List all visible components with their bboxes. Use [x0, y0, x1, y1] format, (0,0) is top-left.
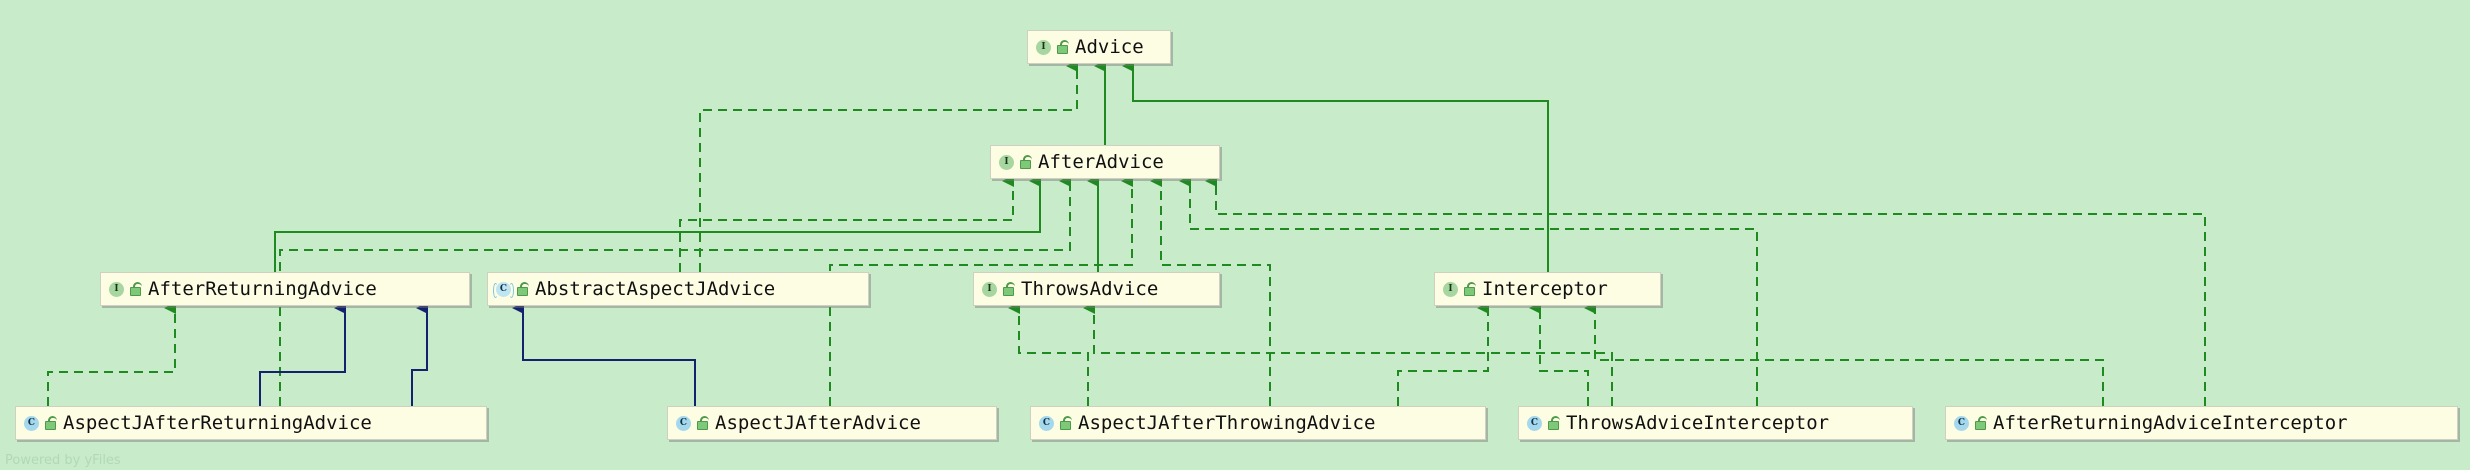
node-afterreturningadviceinterceptor[interactable]: C AfterReturningAdviceInterceptor [1945, 406, 2458, 440]
edge-aspectjafteradvice-abstractaspectjadvice [411, 302, 428, 406]
class-icon: C [1526, 415, 1543, 432]
edge-aspectjafterthrowingadvice-abstractaspectjadvice [512, 302, 696, 406]
node-throwsadviceinterceptor[interactable]: C ThrowsAdviceInterceptor [1518, 406, 1913, 440]
edge-throwsadviceinterceptor-interceptor [1529, 302, 1589, 406]
node-throwsadvice[interactable]: I ThrowsAdvice [973, 272, 1220, 306]
node-afterreturningadvice[interactable]: I AfterReturningAdvice [100, 272, 470, 306]
node-label: Advice [1075, 35, 1144, 58]
edge-aspectjafterthrowingadvice-throwsadvice [1008, 302, 1089, 406]
public-lock-icon [1462, 281, 1476, 297]
node-abstractaspectjadvice[interactable]: C AbstractAspectJAdvice [487, 272, 869, 306]
node-aspectjafteradvice[interactable]: C AspectJAfterAdvice [667, 406, 997, 440]
class-icon: C [23, 415, 40, 432]
class-icon: C [675, 415, 692, 432]
edge-afterreturningadviceinterceptor-afteradvice [1205, 175, 2206, 406]
edge-aspectjafterreturningadvice-abstractaspectjadvice [259, 302, 346, 406]
public-lock-icon [1546, 415, 1560, 431]
public-lock-icon [1001, 281, 1015, 297]
node-label: AspectJAfterReturningAdvice [63, 411, 372, 434]
public-lock-icon [43, 415, 57, 431]
interface-icon: I [1442, 281, 1459, 298]
public-lock-icon [1055, 39, 1069, 55]
class-icon: C [1953, 415, 1970, 432]
node-label: Interceptor [1482, 277, 1608, 300]
public-lock-icon [1973, 415, 1987, 431]
interface-icon: I [1035, 39, 1052, 56]
interface-icon: I [108, 281, 125, 298]
interface-icon: I [998, 154, 1015, 171]
node-aspectjafterreturningadvice[interactable]: C AspectJAfterReturningAdvice [15, 406, 487, 440]
node-label: AspectJAfterThrowingAdvice [1078, 411, 1376, 434]
interface-icon: I [981, 281, 998, 298]
public-lock-icon [695, 415, 709, 431]
edge-aspectjafterreturningadvice-afterreturningadvice [47, 302, 176, 406]
node-interceptor[interactable]: I Interceptor [1434, 272, 1661, 306]
edge-afterreturningadviceinterceptor-interceptor [1584, 302, 2104, 406]
yfiles-watermark: Powered by yFiles [5, 453, 121, 468]
public-lock-icon [1018, 154, 1032, 170]
node-advice[interactable]: I Advice [1027, 30, 1171, 64]
node-label: AbstractAspectJAdvice [535, 277, 776, 300]
node-label: ThrowsAdviceInterceptor [1566, 411, 1830, 434]
node-label: ThrowsAdvice [1021, 277, 1159, 300]
node-aspectjafterthrowingadvice[interactable]: C AspectJAfterThrowingAdvice [1030, 406, 1486, 440]
public-lock-icon [515, 281, 529, 297]
node-afteradvice[interactable]: I AfterAdvice [990, 145, 1220, 179]
edge-throwsadviceinterceptor-throwsadvice [1083, 302, 1613, 406]
node-label: AfterReturningAdvice [148, 277, 377, 300]
node-label: AfterAdvice [1038, 150, 1164, 173]
class-icon: C [1038, 415, 1055, 432]
edge-abstractaspectjadvice-afteradvice [679, 175, 1014, 272]
node-label: AspectJAfterAdvice [715, 411, 921, 434]
public-lock-icon [128, 281, 142, 297]
edge-aspectjafterthrowingadvice-interceptor [1397, 302, 1489, 406]
edge-afterreturningadvice-afteradvice [274, 175, 1041, 272]
node-label: AfterReturningAdviceInterceptor [1993, 411, 2348, 434]
public-lock-icon [1058, 415, 1072, 431]
abstract-class-icon: C [493, 281, 514, 298]
